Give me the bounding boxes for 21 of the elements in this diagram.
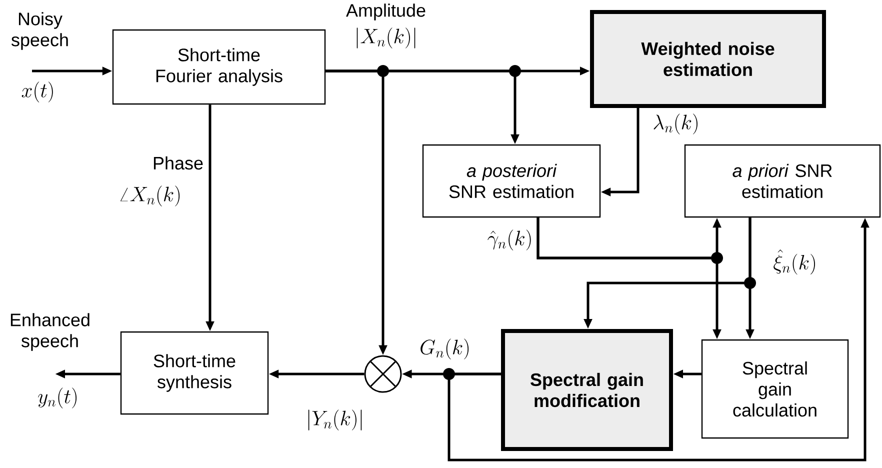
signal-label: $G_n(k)$ <box>420 338 469 360</box>
process-box: a posteriori SNR estimation <box>422 144 601 218</box>
text-label: Enhanced speech <box>10 313 90 351</box>
text-label: Noisy speech <box>11 12 68 50</box>
signal-label: $|Y_n(k)|$ <box>308 410 362 430</box>
process-box: Spectral gain modification <box>501 329 673 451</box>
signal-label: $\hat{\gamma}_n(k)$ <box>488 230 531 250</box>
text-label: Phase <box>154 156 203 170</box>
signal-label: $|X_n(k)|$ <box>356 28 416 48</box>
process-box: a priori SNR estimation <box>684 144 881 218</box>
signal-label: $y_n(t)$ <box>38 388 77 408</box>
process-box: Spectral gain calculation <box>701 339 849 439</box>
process-box: Short-time Fourier analysis <box>112 29 326 105</box>
multiplier-symbol <box>364 355 402 393</box>
signal-label: $x(t)$ <box>22 82 53 102</box>
signal-label: $\angle X_n(k)$ <box>120 186 180 206</box>
process-box: Weighted noise estimation <box>590 10 826 108</box>
text-label: Amplitude <box>346 4 426 20</box>
signal-label: $\lambda_n(k)$ <box>654 114 698 134</box>
signal-label: $\hat{\xi}_n(k)$ <box>774 250 815 275</box>
process-box: Short-time synthesis <box>120 331 269 415</box>
